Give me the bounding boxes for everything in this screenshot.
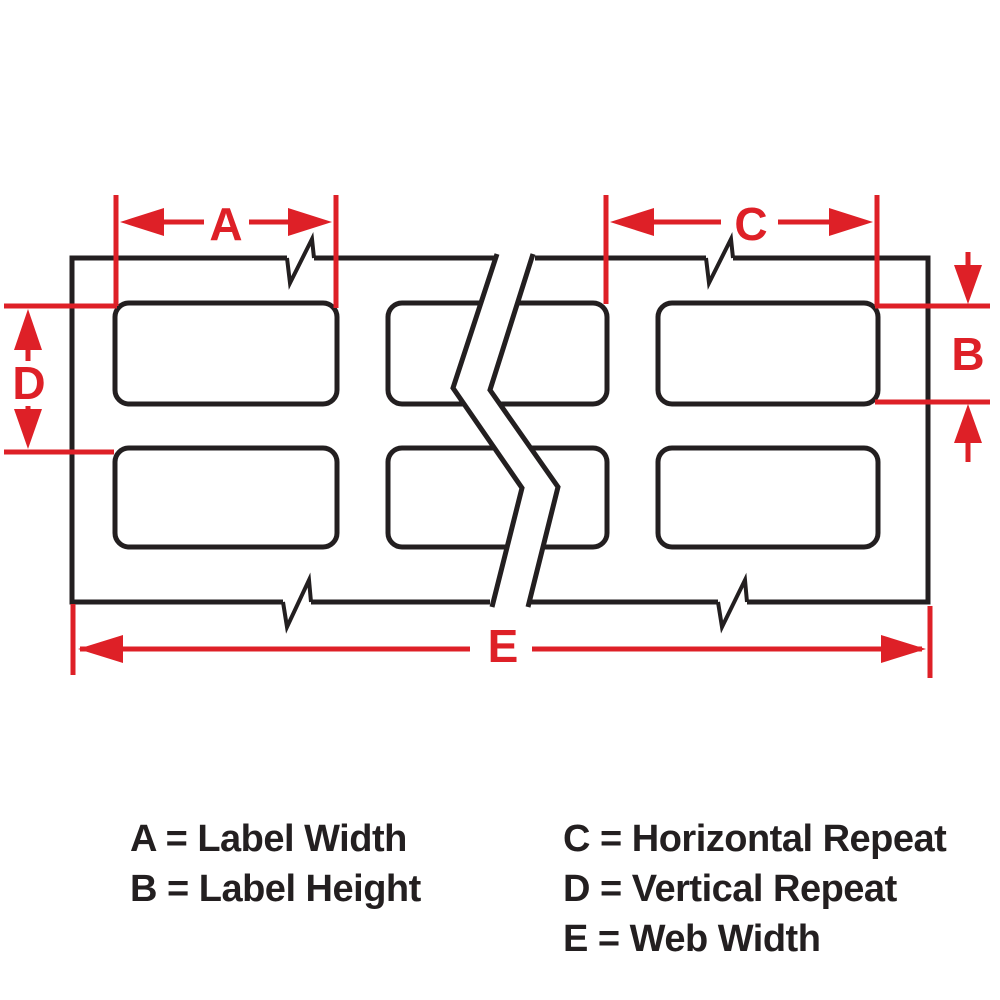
label-row1-col3 bbox=[655, 300, 881, 407]
legend-entry-a: A = Label Width bbox=[130, 818, 407, 860]
dim-d-arrowhead-down bbox=[14, 409, 42, 449]
dim-d-arrowhead-up bbox=[14, 309, 42, 350]
legend-column-left: A = Label Width B = Label Height bbox=[130, 814, 421, 914]
legend-column-right: C = Horizontal Repeat D = Vertical Repea… bbox=[563, 814, 947, 964]
dim-e-arrowhead-left bbox=[78, 635, 123, 663]
dimension-e-web-width: E bbox=[70, 604, 933, 678]
break-line-left bbox=[450, 253, 525, 608]
bottom-edge-break-mark-right bbox=[716, 572, 749, 634]
legend-entry-c: C = Horizontal Repeat bbox=[563, 818, 947, 860]
dim-c-arrowhead-left bbox=[610, 208, 654, 236]
dim-b-reference-lines bbox=[875, 303, 990, 405]
web-outline bbox=[69, 231, 931, 634]
dim-b-arrowhead-up bbox=[954, 404, 982, 443]
dim-e-arrowhead-right bbox=[881, 635, 926, 663]
dim-a-arrowhead-right bbox=[288, 208, 332, 236]
dim-d-letter: D bbox=[12, 357, 45, 409]
dim-a-letter: A bbox=[209, 198, 242, 250]
bottom-edge-break-mark-left bbox=[281, 572, 313, 634]
dim-d-reference-lines bbox=[4, 303, 117, 455]
label-row2-col2 bbox=[385, 445, 610, 550]
legend-entry-b: B = Label Height bbox=[130, 868, 421, 910]
label-row2-col1 bbox=[112, 445, 340, 550]
dim-e-tick-lines bbox=[70, 604, 933, 678]
dim-c-letter: C bbox=[734, 198, 767, 250]
break-mask bbox=[453, 254, 558, 607]
dim-a-arrowhead-left bbox=[120, 208, 164, 236]
legend-entry-d: D = Vertical Repeat bbox=[563, 868, 897, 910]
break-line-right bbox=[487, 253, 561, 608]
top-edge-break-mark-right bbox=[704, 231, 735, 290]
dim-c-extension-lines bbox=[603, 195, 880, 306]
dimension-b-label-height: B bbox=[875, 252, 990, 462]
dim-c-arrowhead-right bbox=[829, 208, 873, 236]
label-row2-col3 bbox=[655, 445, 881, 550]
legend-entry-e: E = Web Width bbox=[563, 918, 821, 960]
dimension-c-horizontal-repeat: C bbox=[603, 195, 880, 306]
label-row1-col1 bbox=[112, 300, 340, 407]
web-center-break bbox=[450, 253, 561, 608]
dim-b-letter: B bbox=[951, 328, 984, 380]
dimension-a-label-width: A bbox=[113, 195, 339, 308]
dim-e-letter: E bbox=[488, 620, 519, 672]
top-edge-break-mark-left bbox=[285, 231, 316, 290]
dimension-d-vertical-repeat: D bbox=[4, 303, 117, 455]
dim-b-arrowhead-down bbox=[954, 265, 982, 304]
dim-a-extension-lines bbox=[113, 195, 339, 308]
